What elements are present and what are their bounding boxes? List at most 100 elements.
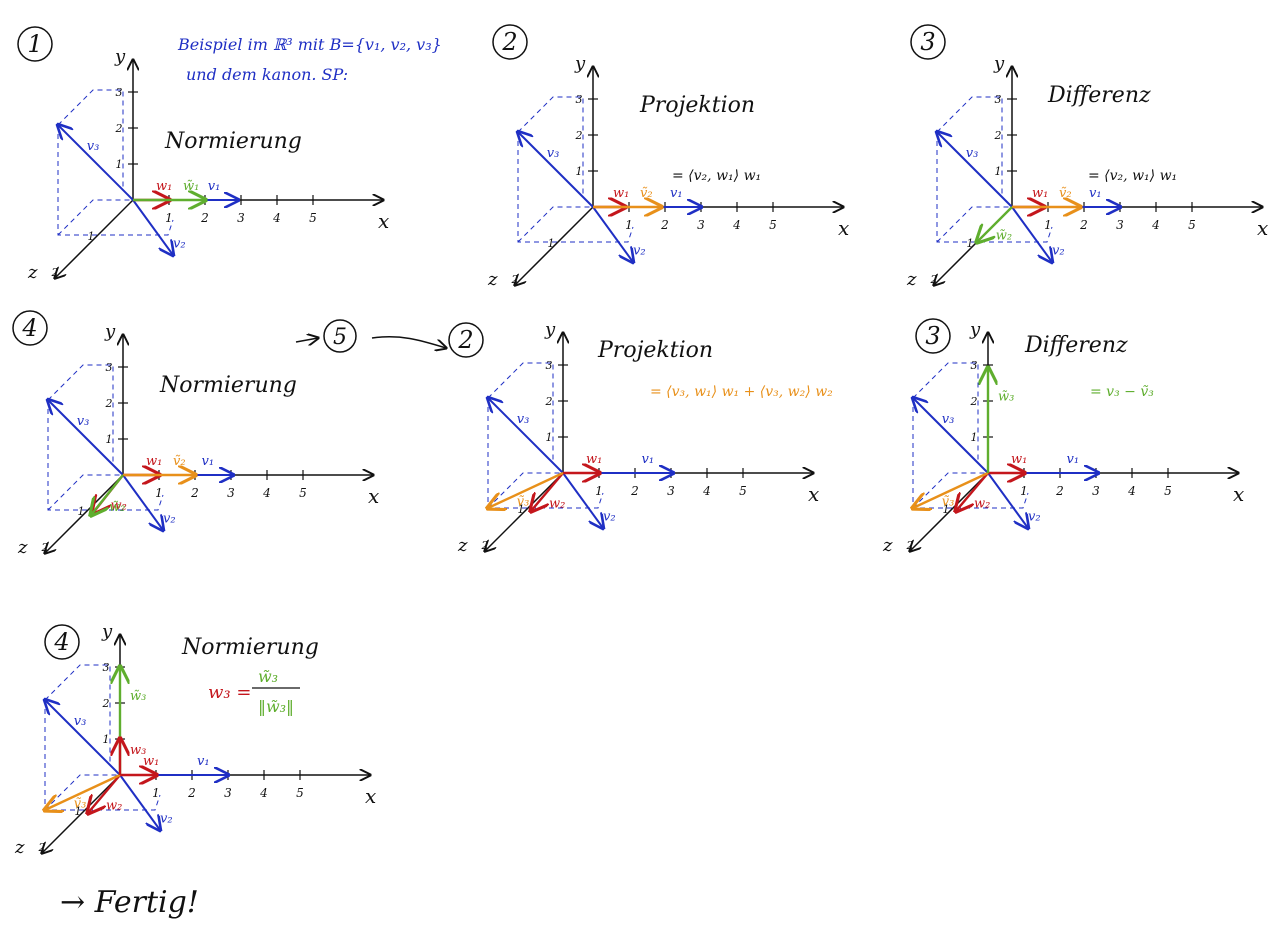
formula-proj_v3: = ⟨v₃, w₁⟩ w₁ + ⟨v₃, w₂⟩ w₂	[650, 384, 833, 400]
x-tick-label: 2	[1055, 484, 1064, 498]
z-axis-label: z	[17, 537, 28, 558]
vector-label-v1: v₁	[670, 186, 683, 201]
x-tick-label: 1	[625, 218, 633, 232]
y-tick-label: 2	[970, 395, 978, 408]
vector-label-v3t: ṽ₃	[74, 796, 87, 811]
z-axis-label: z	[14, 837, 25, 858]
vector-label-w1: w₁	[146, 454, 162, 469]
vector-label-w1: w₁	[156, 179, 172, 194]
vector-label-v2: v₂	[603, 509, 616, 524]
y-tick-label: 1	[576, 165, 583, 178]
vector-label-w1: w₁	[586, 452, 602, 467]
y-axis-label: y	[969, 319, 981, 340]
y-tick-label: 2	[105, 397, 113, 410]
vector-label-v3: v₃	[942, 412, 955, 427]
vector-w2	[88, 774, 121, 813]
header-note-line1: Beispiel im ℝ³ mit B={v₁, v₂, v₃}	[177, 35, 442, 54]
z-tick-label: 2	[481, 539, 489, 552]
step-circle	[17, 26, 53, 62]
z-axis	[45, 474, 124, 553]
x-tick-label: 2	[190, 486, 199, 500]
y-tick-label: 3	[546, 359, 553, 372]
z-axis	[910, 472, 989, 551]
x-axis-label: x	[378, 209, 389, 233]
step-circle	[44, 624, 80, 660]
x-tick-label: 2	[630, 484, 639, 498]
x-tick-label: 5	[739, 484, 747, 498]
vector-v3	[913, 398, 989, 474]
x-tick-label: 1	[152, 786, 160, 800]
vector-w2t	[977, 206, 1013, 242]
y-tick-label: 2	[545, 395, 553, 408]
vector-label-w3t: w̃₃	[130, 689, 146, 704]
vector-label-w3t: w̃₃	[998, 389, 1014, 404]
vector-v2	[132, 199, 173, 255]
vector-label-v2: v₂	[173, 236, 186, 251]
x-tick-label: 1	[1044, 218, 1052, 232]
vector-label-v3t: ṽ₃	[517, 494, 530, 509]
dashed-guide-box	[517, 96, 634, 243]
vector-v3	[518, 132, 594, 208]
z-tick-label: 1	[548, 237, 555, 250]
step-circle	[448, 322, 484, 358]
y-tick-label: 1	[971, 431, 978, 444]
z-axis	[485, 472, 564, 551]
panel-title: Projektion	[639, 93, 755, 118]
header-note: Beispiel im ℝ³ mit B={v₁, v₂, v₃} und de…	[177, 35, 442, 84]
y-tick-label: 2	[115, 122, 123, 135]
x-tick-label: 2	[200, 211, 209, 225]
vector-v3t	[488, 471, 564, 508]
x-tick-label: 4	[732, 218, 741, 232]
vector-v2	[122, 474, 163, 530]
z-tick-label: 1	[78, 505, 85, 518]
y-tick-label: 3	[995, 93, 1002, 106]
vector-label-v2: v₂	[1028, 509, 1041, 524]
vector-label-v3: v₃	[517, 412, 530, 427]
x-axis-label: x	[365, 784, 376, 808]
x-tick-label: 3	[667, 484, 675, 498]
x-axis-label: x	[1233, 482, 1244, 506]
vector-v3t	[45, 773, 121, 810]
vector-label-v2t: ṽ₂	[1059, 186, 1072, 201]
y-axis-label: y	[101, 621, 113, 642]
vector-label-v1: v₁	[208, 179, 221, 194]
formula-norm-denominator: ‖w̃₃‖	[258, 697, 294, 716]
footer-done: → Fertig!	[60, 885, 199, 920]
vector-label-v2t: ṽ₂	[173, 454, 186, 469]
formula-norm-lhs: w₃ =	[208, 682, 251, 703]
formula-norm-numerator: w̃₃	[258, 667, 278, 686]
x-axis-label: x	[368, 484, 379, 508]
vector-label-w2: w₂	[111, 499, 127, 514]
vector-label-w1: w₁	[1032, 186, 1048, 201]
step-number: 3	[920, 28, 935, 56]
y-tick-label: 1	[106, 433, 113, 446]
y-axis-label: y	[114, 46, 126, 67]
x-axis-label: x	[838, 216, 849, 240]
step-circle	[910, 24, 946, 60]
step-circle	[12, 310, 48, 346]
vector-label-w2t: w̃₂	[996, 228, 1012, 243]
y-tick-label: 1	[546, 431, 553, 444]
z-axis-label: z	[906, 269, 917, 290]
loop-arrow-in	[295, 338, 318, 342]
vector-label-w2t: w̃₂	[109, 500, 125, 515]
x-tick-label: 3	[1092, 484, 1100, 498]
z-axis	[55, 199, 134, 278]
vector-label-v1: v₁	[642, 452, 655, 467]
z-tick-label: 2	[38, 841, 46, 854]
vector-label-w1: w₁	[1011, 452, 1027, 467]
vector-v3	[45, 700, 121, 776]
y-tick-label: 1	[116, 158, 123, 171]
z-tick-label: 1	[518, 503, 525, 516]
vector-label-v3: v₃	[77, 414, 90, 429]
vector-v2	[1011, 206, 1052, 262]
vector-label-v2: v₂	[633, 243, 646, 258]
loop-step-circle	[323, 319, 357, 353]
panel-title: Normierung	[159, 373, 297, 398]
